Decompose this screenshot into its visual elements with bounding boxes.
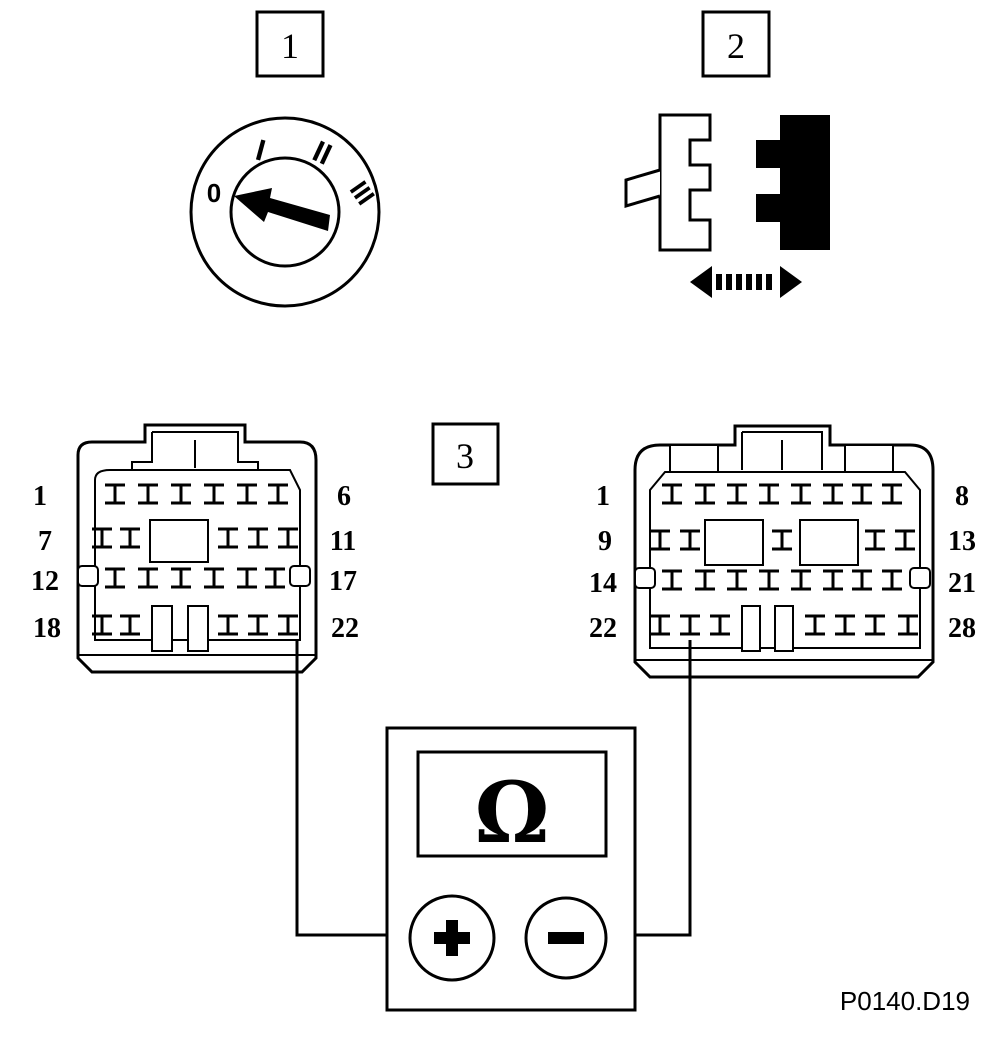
connector-right-28-pin: 1 9 14 22 8 13 21 28	[589, 424, 976, 679]
ohm-display-icon: Ω	[475, 763, 550, 862]
connector-disconnect-icon	[624, 113, 830, 298]
pin-label: 21	[948, 568, 976, 599]
pin-label: 1	[596, 481, 610, 512]
ignition-position-0: 0	[207, 178, 221, 208]
pin-label: 1	[33, 481, 47, 512]
pin-label: 14	[589, 568, 617, 599]
step-2-box: 2	[701, 10, 771, 78]
pin-label: 17	[329, 566, 357, 597]
pin-label: 8	[955, 481, 969, 512]
connector-left-22-pin: 1 7 12 18 6 11 17 22	[31, 423, 359, 674]
pin-label: 12	[31, 566, 59, 597]
step-1-box: 1	[255, 10, 325, 78]
pin-label: 28	[948, 613, 976, 644]
step-3-label: 3	[456, 436, 474, 476]
pin-label: 7	[38, 526, 52, 557]
step-3-box: 3	[431, 422, 500, 486]
ignition-switch-icon: 0 I II III	[189, 116, 381, 308]
pin-label: 22	[331, 613, 359, 644]
step-1-label: 1	[281, 26, 299, 66]
pin-label: 9	[598, 526, 612, 557]
pin-label: 18	[33, 613, 61, 644]
figure-reference: P0140.D19	[840, 986, 970, 1016]
pin-label: 13	[948, 526, 976, 557]
pin-label: 6	[337, 481, 351, 512]
minus-icon	[548, 932, 584, 944]
pin-label: 11	[330, 526, 356, 557]
ohmmeter: Ω	[385, 726, 637, 1012]
pin-label: 22	[589, 613, 617, 644]
test-lead-positive	[295, 640, 410, 937]
step-2-label: 2	[727, 26, 745, 66]
